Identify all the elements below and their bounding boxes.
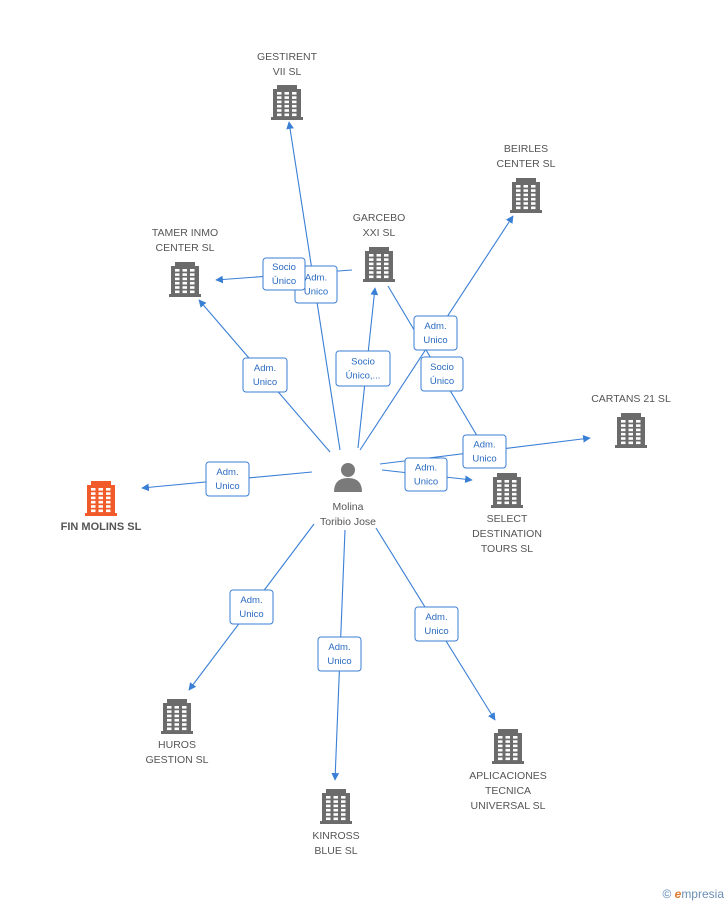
edge-label-text: Unico [424,626,448,637]
building-icon[interactable] [271,85,303,120]
edge-label-kinross[interactable]: Adm. Unico [317,636,362,672]
company-name: BLUE SL [314,845,357,857]
building-icon[interactable] [161,699,193,734]
edge-label-box [205,461,250,497]
edge-label-box [242,357,288,393]
company-name: VII SL [273,66,302,78]
building-icon[interactable] [363,247,395,282]
edge-label-beirles[interactable]: Adm. Unico [413,315,458,351]
edge-label-box [404,457,448,492]
footer-brand: © empresia [662,887,724,901]
edge-label-text: Socio [430,362,454,373]
edge-label-text: Único [430,376,454,387]
edge-label-text: Socio [351,357,375,368]
edge-label-text: Adm. [216,467,238,478]
building-icon[interactable] [169,262,201,297]
building-icon[interactable] [510,178,542,213]
edge-label-text: Adm. [473,440,495,451]
edge-label-box [414,606,459,642]
company-node-garcebo[interactable]: GARCEBO XXI SL [353,212,406,282]
company-name: GESTION SL [145,754,208,766]
building-icon[interactable] [85,481,117,516]
company-name: TOURS SL [481,543,533,555]
edge-label-text: Unico [253,377,277,388]
company-node-gestirent[interactable]: GESTIRENT VII SL [257,51,318,120]
building-icon[interactable] [492,729,524,764]
edge-label-huros[interactable]: Adm. Unico [229,589,274,625]
building-icon[interactable] [615,413,647,448]
company-name: XXI SL [363,227,396,239]
edge-label-text: Adm. [328,642,350,653]
company-node-huros[interactable]: HUROS GESTION SL [145,699,209,766]
person-name: Molina [333,501,364,513]
edge-label-text: Adm. [240,595,262,606]
edge-label-text: Único,... [346,371,381,382]
company-name: APLICACIONES [469,770,547,782]
edge-label-text: Unico [327,656,351,667]
person-name: Toribio Jose [320,516,376,528]
company-name: KINROSS [312,830,359,842]
edge-label-finmolins[interactable]: Adm. Unico [205,461,250,497]
company-name: TECNICA [485,785,531,797]
edge-label-text: Adm. [305,273,327,284]
company-node-kinross[interactable]: KINROSS BLUE SL [312,789,360,857]
edge-label-tamer[interactable]: Adm. Unico [242,357,288,393]
edge-label-text: Único [272,276,296,287]
edge-label-text: Unico [423,335,447,346]
edge-label-aplicaciones[interactable]: Adm. Unico [414,606,459,642]
company-node-aplicaciones[interactable]: APLICACIONES TECNICA UNIVERSAL SL [469,729,547,812]
company-name: UNIVERSAL SL [471,800,546,812]
brand-initial: e [674,887,682,901]
edge-label-box [229,589,274,625]
edge-label-garcebo[interactable]: SocioÚnico,... [335,350,391,387]
edge-label-text: Unico [304,287,328,298]
company-name: CENTER SL [156,242,215,254]
company-name: GARCEBO [353,212,406,224]
building-icon[interactable] [491,473,523,508]
nodes-layer: GESTIRENT VII SL BEIRLES CENTER SL GARCEBO XX… [61,51,671,857]
edge-label-text: Unico [472,454,496,465]
company-name: DESTINATION [472,528,542,540]
copyright-icon: © [662,887,672,901]
edge-label-box [317,636,362,672]
company-node-tamer[interactable]: TAMER INMO CENTER SL [152,227,218,297]
company-name: FIN MOLINS SL [61,521,142,533]
edge-label-text: Unico [215,481,239,492]
company-node-cartans[interactable]: CARTANS 21 SL [591,393,671,448]
company-name: SELECT [487,513,528,525]
company-node-finmolins[interactable]: FIN MOLINS SL [61,481,142,533]
company-name: HUROS [158,739,196,751]
building-icon[interactable] [320,789,352,824]
edge-label-select[interactable]: Adm. Unico [404,457,448,492]
edge-label-box [462,434,507,469]
company-name: CENTER SL [497,158,556,170]
edge-labels-layer: Adm.UnicoSocioÚnicoSocioÚnico,...Adm.Uni… [205,257,507,672]
edge-label-text: Adm. [254,363,276,374]
company-node-beirles[interactable]: BEIRLES CENTER SL [497,143,556,213]
company-name: BEIRLES [504,143,548,155]
company-name: GESTIRENT [257,51,318,63]
edge-label-box [413,315,458,351]
edge-label-box [262,257,306,291]
edge-label-box [420,356,464,392]
company-name: CARTANS 21 SL [591,393,671,405]
brand-name: mpresia [681,887,724,901]
person-icon [334,463,362,492]
company-node-select[interactable]: SELECT DESTINATION TOURS SL [472,473,542,555]
company-name: TAMER INMO [152,227,218,239]
edge-label-text: Adm. [415,463,437,474]
edge-label-text: Unico [239,609,263,620]
edge-label-text: Socio [272,262,296,273]
edge-label-cartans[interactable]: Adm. Unico [462,434,507,469]
edge-label-text: Adm. [424,321,446,332]
edge-label-text: Unico [414,477,438,488]
edge-label-text: Adm. [425,612,447,623]
edge-label-box [335,350,391,387]
